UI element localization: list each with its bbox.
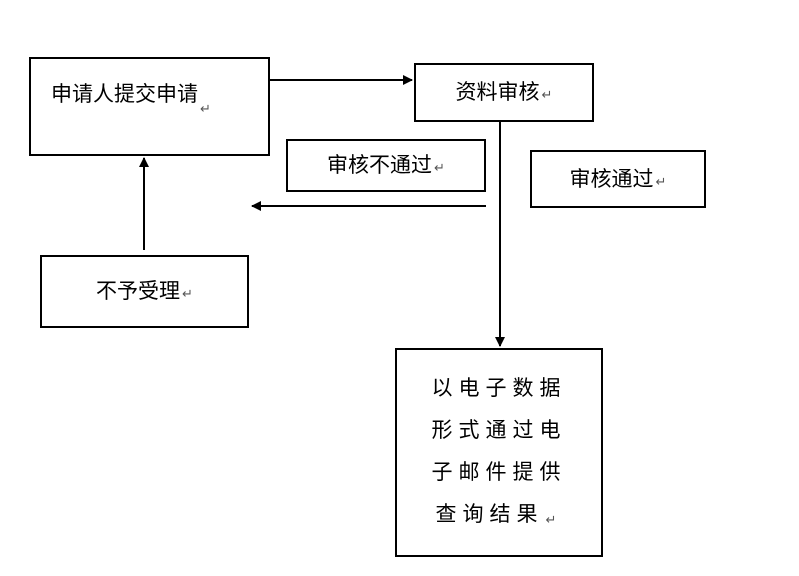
node-email-result-line-4-wrap: 查询结果↵ [436, 493, 563, 539]
node-applicant-submits-label: 申请人提交申请 [51, 82, 198, 106]
paragraph-mark-icon: ↵ [200, 102, 211, 117]
node-email-result-line-2: 形式通过电 [431, 417, 567, 442]
paragraph-mark-icon: ↵ [541, 88, 553, 103]
note-review-passed-label: 审核通过 [569, 166, 654, 191]
paragraph-mark-icon: ↵ [545, 512, 563, 528]
paragraph-mark-icon: ↵ [655, 174, 667, 190]
node-email-result-line-1: 以电子数据 [431, 375, 567, 400]
node-not-accepted: 不予受理↵ [40, 255, 249, 328]
note-review-failed: 审核不通过↵ [286, 139, 486, 192]
paragraph-mark-icon: ↵ [434, 161, 445, 176]
node-applicant-submits: 申请人提交申请↵ [29, 57, 270, 156]
node-email-result-line-4: 查询结果 [435, 501, 544, 526]
node-not-accepted-label: 不予受理 [96, 279, 181, 303]
node-document-review: 资料审核↵ [414, 63, 594, 122]
note-review-passed: 审核通过↵ [530, 150, 706, 208]
node-email-result-line-3: 子邮件提供 [431, 459, 567, 484]
paragraph-mark-icon: ↵ [182, 287, 193, 302]
note-review-failed-label: 审核不通过 [327, 153, 433, 177]
node-document-review-label: 资料审核 [455, 80, 540, 104]
node-email-result: 以电子数据 形式通过电 子邮件提供 查询结果↵ [395, 348, 603, 557]
